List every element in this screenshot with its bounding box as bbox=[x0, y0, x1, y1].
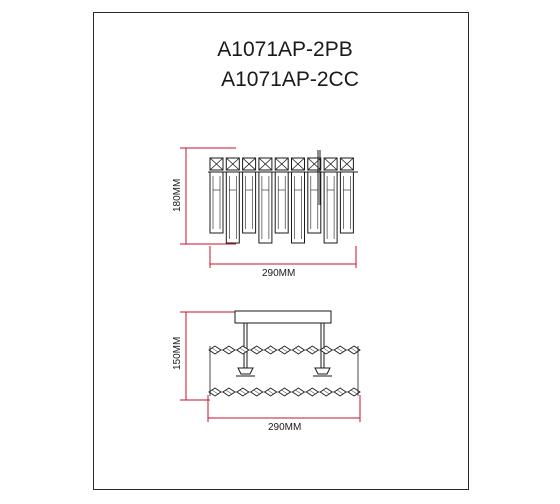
side-height-label: 150MM bbox=[172, 337, 183, 370]
crystal-body bbox=[258, 171, 273, 244]
crystal-body bbox=[291, 171, 305, 244]
crystal-cap-cross bbox=[274, 157, 289, 171]
side-width-label: 290MM bbox=[268, 422, 301, 433]
crystal-bar bbox=[274, 157, 289, 234]
crystal-body bbox=[209, 171, 224, 234]
side-lamp-holders bbox=[236, 367, 332, 377]
crystal-cap-cross bbox=[291, 157, 305, 171]
crystal-cap-cross bbox=[209, 157, 224, 171]
crystal-bar bbox=[209, 157, 224, 234]
crystal-bar bbox=[307, 157, 322, 234]
bead-facet bbox=[281, 347, 288, 353]
side-crystal-beads bbox=[208, 345, 361, 397]
crystal-cap-cross bbox=[242, 157, 256, 171]
front-width-label: 290MM bbox=[262, 268, 295, 279]
side-rods bbox=[243, 323, 325, 368]
side-canopy bbox=[234, 310, 332, 324]
crystal-bar bbox=[258, 157, 273, 244]
crystal-body bbox=[242, 171, 257, 234]
model-title-2: A1071AP-2CC bbox=[221, 68, 359, 91]
crystal-cap-cross bbox=[258, 157, 273, 171]
crystal-bar bbox=[291, 157, 305, 244]
crystal-body bbox=[339, 171, 354, 234]
bead-facet bbox=[253, 347, 260, 353]
bead-row bbox=[208, 387, 361, 397]
crystal-cap-cross bbox=[307, 157, 322, 171]
crystal-cap-cross bbox=[226, 157, 240, 171]
bead-facet bbox=[211, 347, 219, 353]
crystal-bar bbox=[339, 157, 354, 234]
bead-facet bbox=[350, 389, 358, 395]
crystal-bar bbox=[242, 157, 257, 234]
bead-facet bbox=[336, 347, 344, 353]
bead-facet bbox=[253, 389, 260, 395]
crystal-body bbox=[323, 171, 338, 244]
crystal-body bbox=[274, 171, 289, 234]
model-title-1: A1071AP-2PB bbox=[217, 38, 353, 61]
bead-facet bbox=[309, 347, 316, 353]
front-height-label: 180MM bbox=[172, 179, 183, 212]
bead-facet bbox=[281, 389, 288, 395]
bead-facet bbox=[323, 347, 330, 353]
crystal-bar bbox=[323, 157, 338, 244]
crystal-cap-cross bbox=[323, 157, 338, 171]
bead-facet bbox=[211, 389, 219, 395]
drawing-frame bbox=[93, 12, 469, 490]
bead-facet bbox=[239, 389, 246, 395]
bead-facet bbox=[225, 389, 233, 395]
bead-facet bbox=[225, 347, 233, 353]
bead-facet bbox=[239, 347, 246, 353]
crystal-body bbox=[307, 171, 322, 234]
bead-facet bbox=[295, 347, 302, 353]
crystal-bar bbox=[225, 157, 240, 244]
front-dimension-lines bbox=[180, 147, 357, 268]
crystal-cap-cross bbox=[340, 157, 354, 171]
crystal-body bbox=[225, 171, 240, 244]
front-view: 180MM 290MM bbox=[172, 147, 358, 279]
bead-facet bbox=[350, 347, 358, 353]
side-view: 150MM 290MM bbox=[172, 310, 361, 433]
front-crystal-bars bbox=[209, 157, 354, 244]
front-mount-pole bbox=[317, 150, 321, 205]
bead-row bbox=[208, 345, 361, 355]
bead-facet bbox=[336, 389, 344, 395]
bead-facet bbox=[309, 389, 316, 395]
bead-facet bbox=[267, 389, 274, 395]
bead-facet bbox=[323, 389, 330, 395]
bead-facet bbox=[267, 347, 274, 353]
side-dimension-lines bbox=[180, 311, 361, 422]
bead-facet bbox=[295, 389, 302, 395]
